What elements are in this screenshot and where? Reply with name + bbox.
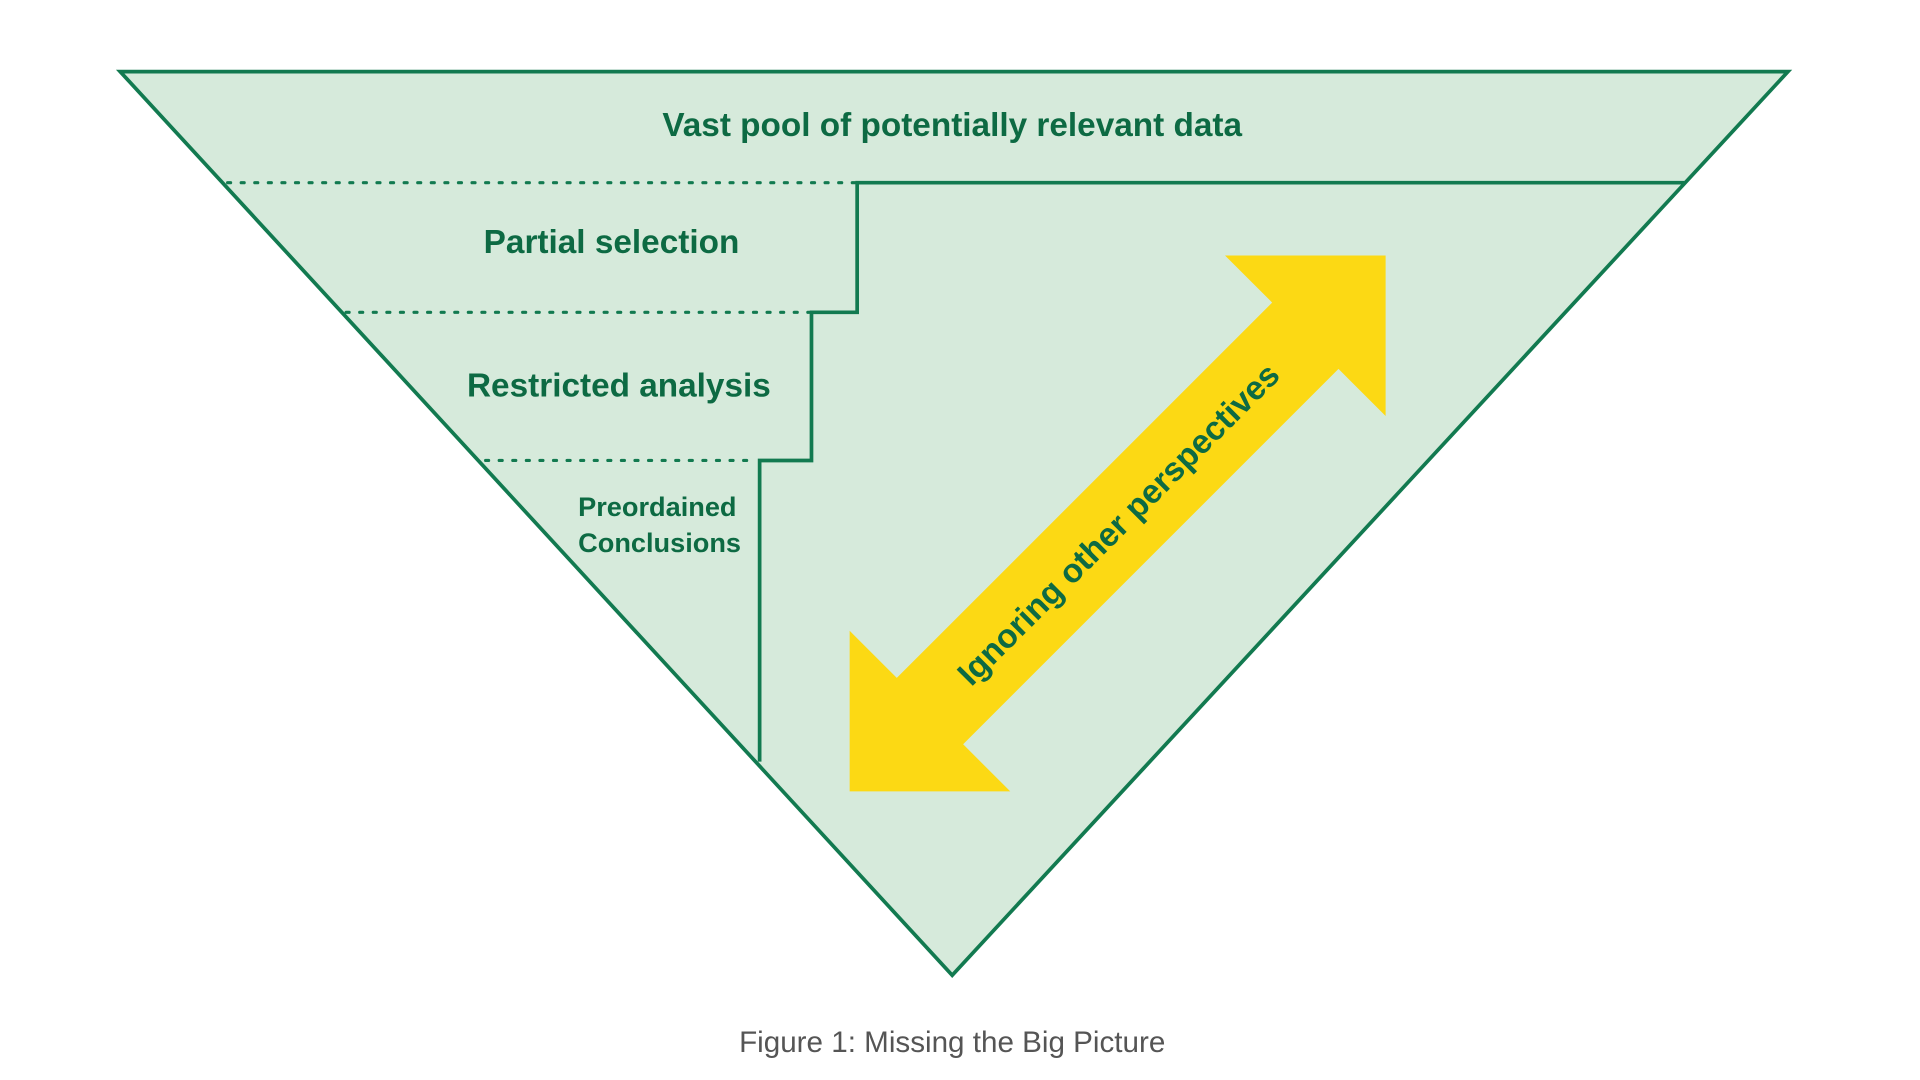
level-label-preordained: Preordained <box>578 491 736 522</box>
level-label-restricted-analysis: Restricted analysis <box>467 367 771 404</box>
level-label-top: Vast pool of potentially relevant data <box>662 107 1242 144</box>
level-label-conclusions: Conclusions <box>578 527 741 558</box>
staircase-boundary <box>757 180 1685 762</box>
double-arrow-shape <box>849 255 1386 792</box>
inverted-triangle-diagram: Vast pool of potentially relevant data P… <box>115 69 1793 1059</box>
figure-caption: Figure 1: Missing the Big Picture <box>739 1026 1165 1059</box>
level-label-partial-selection: Partial selection <box>484 224 740 261</box>
inverted-triangle <box>115 69 1793 978</box>
